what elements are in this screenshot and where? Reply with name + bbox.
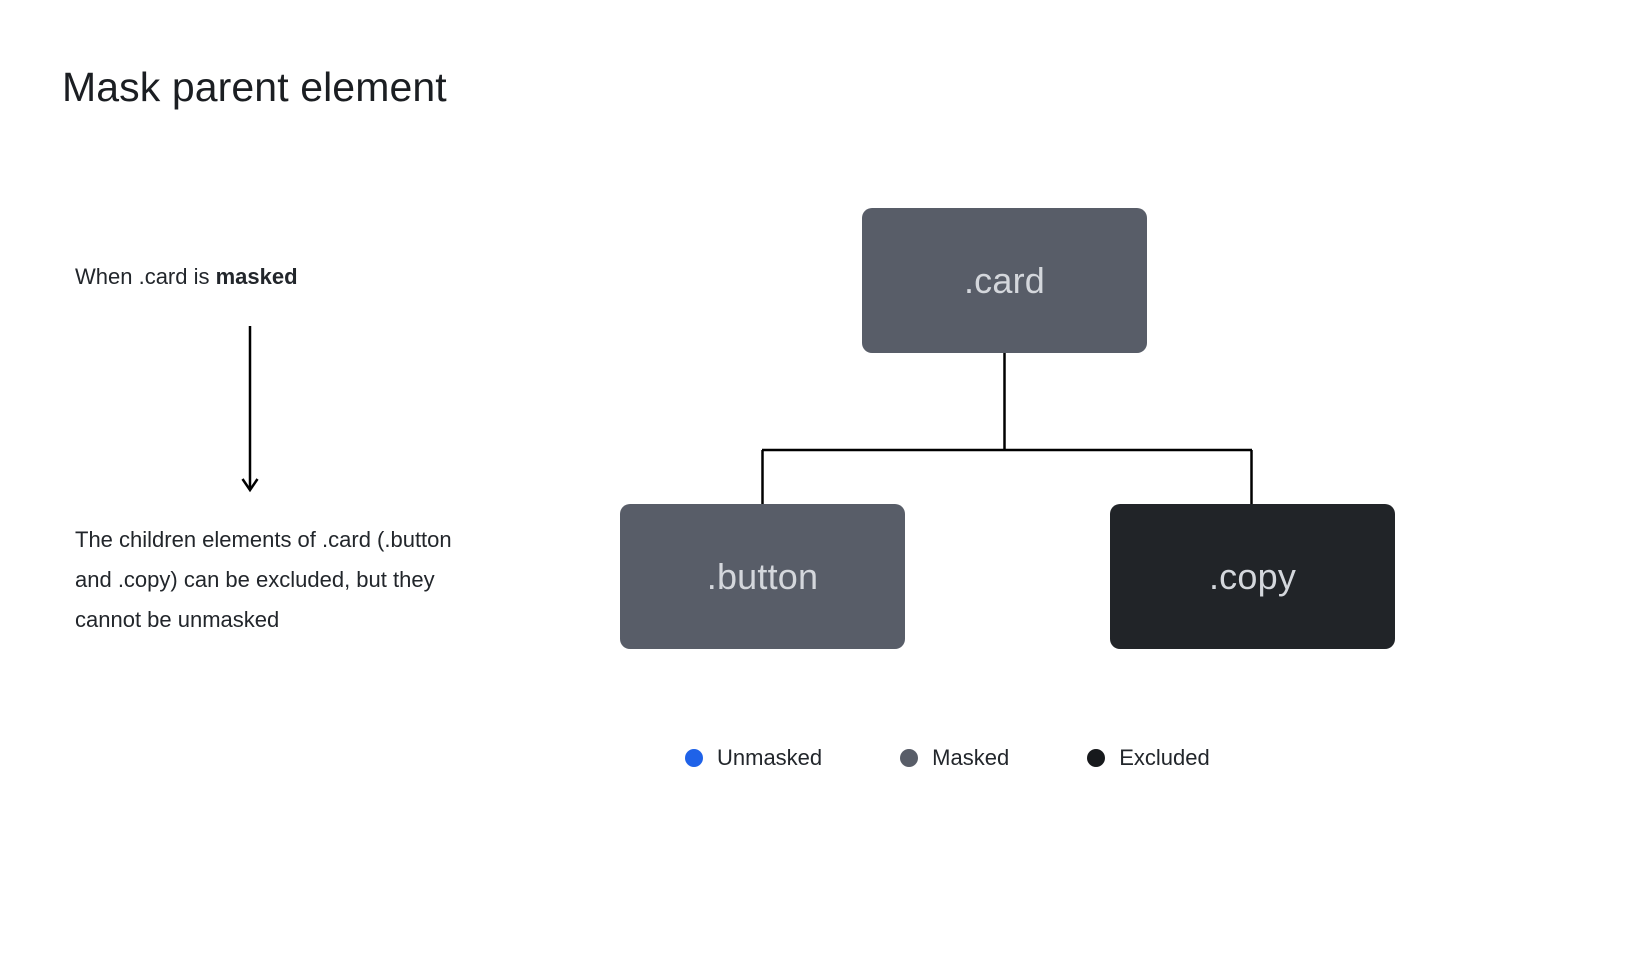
tree-node-card-label: .card bbox=[963, 259, 1046, 301]
annotation-top-emphasis: masked bbox=[215, 264, 298, 289]
tree-node-copy-label: .copy bbox=[1208, 555, 1297, 597]
legend-item-unmasked: Unmasked bbox=[685, 745, 822, 771]
page-title: Mask parent element bbox=[62, 64, 447, 110]
legend-dot-masked-icon bbox=[900, 749, 919, 767]
annotation-top: When .card is masked bbox=[75, 262, 495, 292]
legend-dot-unmasked-icon bbox=[685, 749, 703, 767]
tree-node-card[interactable]: .card bbox=[862, 208, 1147, 353]
tree-node-copy[interactable]: .copy bbox=[1110, 504, 1395, 649]
down-arrow-icon bbox=[235, 326, 265, 498]
legend-label-unmasked: Unmasked bbox=[717, 745, 823, 770]
legend-label-masked: Masked bbox=[932, 745, 1010, 770]
legend-dot-excluded-icon bbox=[1087, 749, 1106, 767]
tree-node-button-label: .button bbox=[706, 555, 819, 597]
legend-item-excluded: Excluded bbox=[1087, 745, 1210, 771]
annotation-bottom-text: The children elements of .card (.button … bbox=[75, 527, 452, 632]
legend-label-excluded: Excluded bbox=[1119, 745, 1210, 770]
tree-diagram: .card .button .copy Unmasked Masked Excl… bbox=[560, 180, 1520, 820]
annotation-top-text: When .card is masked bbox=[75, 262, 495, 292]
legend: Unmasked Masked Excluded bbox=[685, 745, 1210, 771]
legend-item-masked: Masked bbox=[900, 745, 1009, 771]
tree-node-button[interactable]: .button bbox=[620, 504, 905, 649]
annotation-top-prefix: When .card is bbox=[75, 264, 216, 289]
